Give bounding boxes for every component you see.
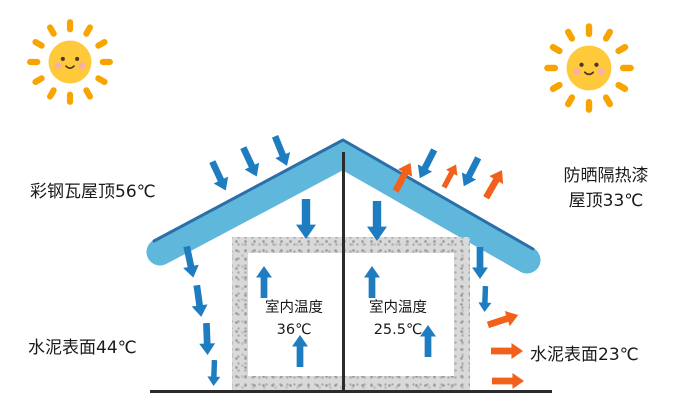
right-roof-label-line1: 防晒隔热漆 bbox=[563, 166, 649, 186]
right-roof-label-line2: 屋顶33℃ bbox=[568, 190, 644, 211]
right-room-temp-line1: 室内温度 bbox=[369, 300, 427, 316]
left-room-temp-line1: 室内温度 bbox=[265, 300, 323, 316]
left-wall-label: 水泥表面44℃ bbox=[28, 338, 137, 358]
left-room-temp-label: 室内温度 36℃ bbox=[250, 297, 338, 342]
house-wall bbox=[232, 237, 470, 392]
right-room-temp-line2: 25.5℃ bbox=[373, 322, 423, 339]
right-roof-label: 防晒隔热漆 屋顶33℃ bbox=[540, 164, 672, 213]
left-roof-label: 彩钢瓦屋顶56℃ bbox=[30, 182, 156, 202]
left-room-temp-line2: 36℃ bbox=[276, 322, 312, 339]
center-divider-line bbox=[342, 152, 345, 392]
right-wall-label: 水泥表面23℃ bbox=[530, 345, 639, 365]
sun-icon bbox=[24, 16, 116, 108]
ground-line bbox=[150, 390, 552, 393]
sun-right-graphic bbox=[544, 23, 634, 113]
right-room-temp-label: 室内温度 25.5℃ bbox=[352, 297, 444, 342]
sun-left-graphic bbox=[27, 19, 113, 105]
house-interior bbox=[248, 253, 454, 376]
sun-icon bbox=[541, 20, 637, 116]
roof-top-edge bbox=[152, 138, 535, 251]
